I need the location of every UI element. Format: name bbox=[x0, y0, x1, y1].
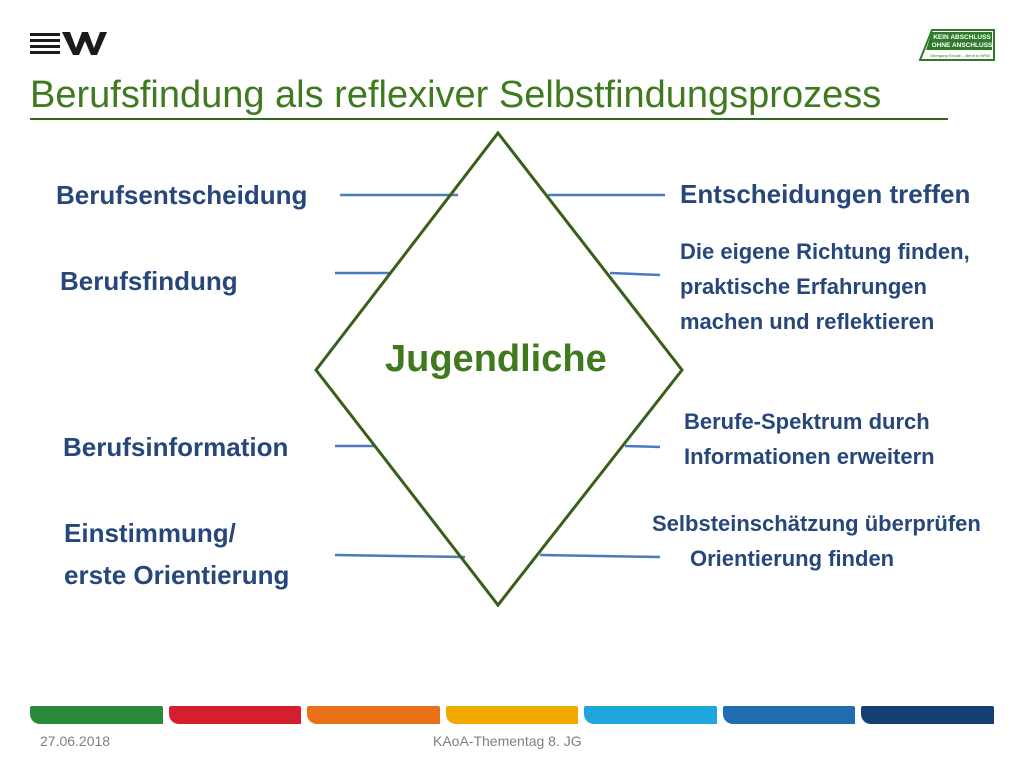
label-selbsteinschaetzung: Selbsteinschätzung überprüfen bbox=[652, 511, 981, 536]
connector-right-2 bbox=[609, 271, 661, 277]
label-berufe-spektrum: Berufe-Spektrum durch Informationen erwe… bbox=[684, 409, 935, 469]
label-entscheidungen-treffen: Entscheidungen treffen bbox=[680, 179, 971, 209]
color-bar bbox=[30, 706, 163, 724]
color-bar bbox=[168, 706, 302, 724]
label-berufsinformation: Berufsinformation bbox=[63, 432, 289, 462]
center-diamond bbox=[314, 130, 684, 608]
connector-right-4 bbox=[539, 553, 661, 559]
color-bar bbox=[307, 706, 440, 724]
color-bar bbox=[584, 706, 717, 724]
logo-line-2: OHNE ANSCHLUSS bbox=[932, 42, 993, 49]
label-berufsentscheidung: Berufsentscheidung bbox=[56, 180, 308, 210]
kaoa-logo: KEIN ABSCHLUSS OHNE ANSCHLUSS Übergang S… bbox=[918, 28, 996, 62]
footer-date: 27.06.2018 bbox=[40, 733, 111, 749]
slide-title: Berufsfindung als reflexiver Selbstfindu… bbox=[30, 74, 882, 116]
institution-logo bbox=[30, 30, 108, 56]
color-bar bbox=[445, 706, 579, 724]
logo-line-3: Übergang Schule – Beruf in NRW bbox=[930, 53, 990, 58]
connector-right-3 bbox=[624, 444, 661, 449]
center-label: Jugendliche bbox=[385, 338, 607, 380]
color-bar bbox=[861, 706, 995, 724]
connector-left-4 bbox=[334, 553, 466, 559]
title-underline bbox=[30, 118, 948, 120]
color-bar bbox=[722, 706, 856, 724]
color-bar-strip bbox=[30, 706, 995, 724]
label-eigene-richtung: Die eigene Richtung finden, praktische E… bbox=[680, 239, 970, 334]
label-orientierung-finden: Orientierung finden bbox=[690, 546, 895, 571]
footer-event: KAoA-Thementag 8. JG bbox=[433, 733, 582, 749]
logo-line-1: KEIN ABSCHLUSS bbox=[933, 34, 991, 41]
label-einstimmung: Einstimmung/ erste Orientierung bbox=[64, 518, 290, 590]
label-berufsfindung: Berufsfindung bbox=[60, 266, 238, 296]
